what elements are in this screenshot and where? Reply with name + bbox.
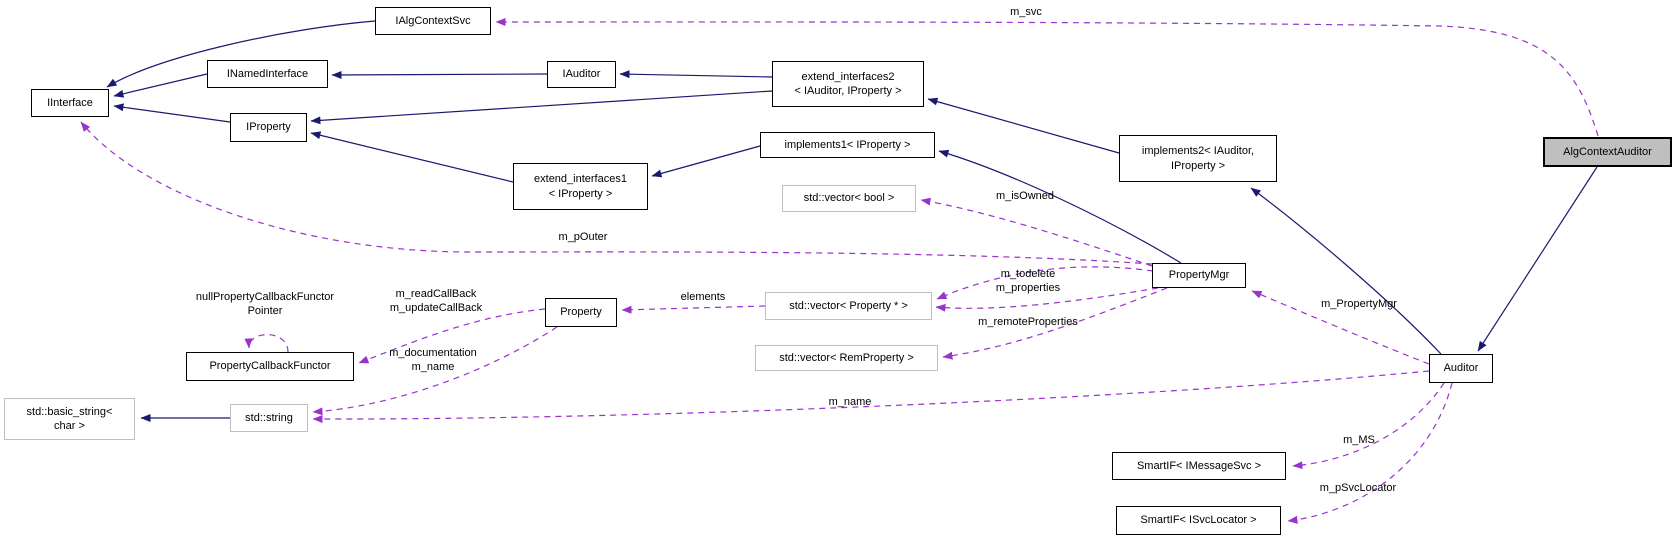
class-node-propertycallbackfunctor[interactable]: PropertyCallbackFunctor: [186, 352, 354, 381]
class-node-std-string: std::string: [230, 404, 308, 432]
class-node-iinterface[interactable]: IInterface: [31, 89, 109, 117]
edge-inheritance-ialgcontextsvc-to-iinterface: [106, 20, 376, 88]
edge-inheritance-extend-interfaces2-to-iauditor: [619, 70, 773, 79]
class-node-inamedinterface[interactable]: INamedInterface: [207, 60, 328, 88]
edge-inheritance-implements2-to-extend-interfaces2: [927, 97, 1120, 154]
edge-inheritance-extend-interfaces1-to-iproperty: [310, 131, 514, 183]
class-node-iauditor[interactable]: IAuditor: [547, 61, 616, 88]
edge-usage-propertymgr-to-vector-property-ptr: [935, 287, 1159, 312]
class-node-implements1[interactable]: implements1< IProperty >: [760, 132, 935, 158]
edge-usage-propertymgr-to-vector-property-ptr: [936, 266, 1154, 300]
class-node-vector-bool: std::vector< bool >: [782, 185, 916, 212]
edge-inheritance-auditor-to-implements2: [1250, 187, 1442, 355]
class-node-extend-interfaces1[interactable]: extend_interfaces1 < IProperty >: [513, 163, 648, 210]
edge-usage-auditor-to-smartif-isvclocator: [1287, 382, 1453, 524]
class-node-ialgcontextsvc[interactable]: IAlgContextSvc: [375, 7, 491, 35]
class-node-auditor[interactable]: Auditor: [1429, 354, 1493, 383]
edge-usage-propertycallbackfunctor-to-propertycallbackfunctor: [244, 334, 289, 353]
edge-usage-propertymgr-to-iinterface: [80, 121, 1153, 265]
class-node-algcontextauditor: AlgContextAuditor: [1543, 137, 1672, 167]
edge-usage-auditor-to-propertymgr: [1251, 290, 1430, 365]
class-node-smartif-isvclocator[interactable]: SmartIF< ISvcLocator >: [1116, 506, 1281, 535]
edge-usage-property-to-std-string: [312, 326, 558, 416]
edge-inheritance-inamedinterface-to-iinterface: [113, 73, 208, 98]
edge-usage-auditor-to-std-string: [312, 370, 1430, 424]
edge-usage-algcontextauditor-to-ialgcontextsvc: [495, 17, 1599, 137]
edge-inheritance-iauditor-to-inamedinterface: [331, 70, 548, 79]
edge-usage-propertymgr-to-vector-bool: [920, 197, 1153, 267]
edge-inheritance-extend-interfaces2-to-iproperty: [310, 90, 773, 125]
edge-usage-auditor-to-smartif-imessagesvc: [1292, 382, 1445, 470]
class-node-vector-remproperty: std::vector< RemProperty >: [755, 345, 938, 371]
class-node-implements2[interactable]: implements2< IAuditor, IProperty >: [1119, 135, 1277, 182]
edge-inheritance-propertymgr-to-implements1: [938, 149, 1182, 264]
class-node-iproperty[interactable]: IProperty: [230, 113, 307, 142]
edge-inheritance-algcontextauditor-to-auditor: [1477, 166, 1598, 352]
class-node-vector-property-ptr: std::vector< Property * >: [765, 292, 932, 320]
class-node-propertymgr[interactable]: PropertyMgr: [1152, 263, 1246, 288]
edge-usage-vector-property-ptr-to-property: [621, 305, 766, 314]
class-node-extend-interfaces2[interactable]: extend_interfaces2 < IAuditor, IProperty…: [772, 61, 924, 107]
edge-inheritance-iproperty-to-iinterface: [113, 103, 231, 123]
class-node-basic-string: std::basic_string< char >: [4, 398, 135, 440]
edge-usage-propertymgr-to-vector-remproperty: [942, 287, 1168, 360]
edge-usage-property-to-propertycallbackfunctor: [358, 308, 546, 364]
edge-inheritance-implements1-to-extend-interfaces1: [651, 145, 761, 178]
class-node-smartif-imessagesvc[interactable]: SmartIF< IMessageSvc >: [1112, 452, 1286, 480]
class-node-property[interactable]: Property: [545, 298, 617, 327]
